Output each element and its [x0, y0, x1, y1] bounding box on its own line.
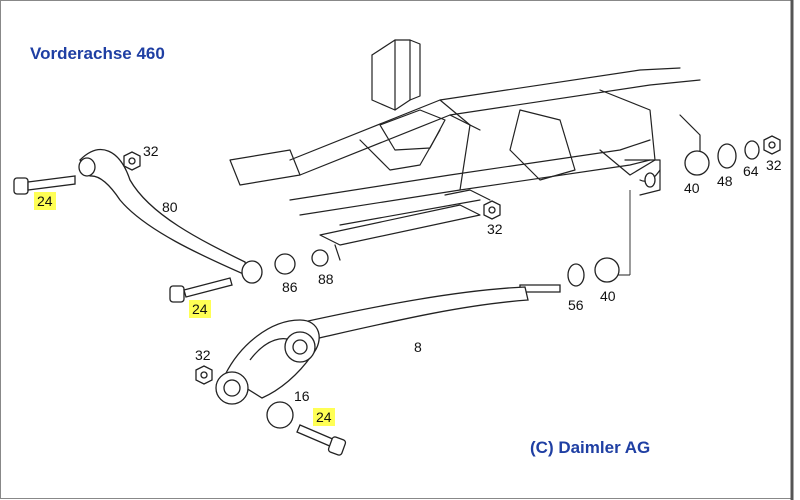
part-label-16: 16 [294, 388, 310, 404]
stabilizer-arm [78, 149, 263, 284]
part-label-40: 40 [600, 288, 616, 304]
bolt-24-upper [13, 175, 76, 195]
part-label-48: 48 [717, 173, 733, 189]
nut-32-right [763, 135, 781, 155]
nut-32-center [483, 200, 501, 220]
part-label-56: 56 [568, 297, 584, 313]
part-label-32: 32 [195, 347, 211, 363]
washer-64 [744, 140, 760, 160]
part-label-64: 64 [743, 163, 759, 179]
washer-48 [717, 143, 737, 169]
part-label-80: 80 [162, 199, 178, 215]
part-label-86: 86 [282, 279, 298, 295]
part-label-32: 32 [487, 221, 503, 237]
chassis-frame [229, 39, 701, 261]
part-label-8: 8 [414, 339, 422, 355]
part-label-88: 88 [318, 271, 334, 287]
copyright-text: (C) Daimler AG [530, 438, 651, 457]
part-label-24: 24 [313, 408, 335, 426]
nut-32-top [123, 151, 141, 171]
washer-56 [567, 263, 585, 287]
bushing-40-lower [594, 257, 620, 283]
part-label-24: 24 [189, 300, 211, 318]
bushing-86 [274, 253, 296, 275]
part-label-40: 40 [684, 180, 700, 196]
diagram-title: Vorderachse 460 [30, 44, 165, 63]
bolt-24-middle [169, 277, 233, 303]
bushing-16 [266, 401, 294, 429]
bolt-24-lower [296, 424, 347, 456]
radius-arm [215, 284, 561, 405]
part-label-24: 24 [34, 192, 56, 210]
part-label-32: 32 [766, 157, 782, 173]
part-label-32: 32 [143, 143, 159, 159]
bushing-40-top [684, 150, 710, 176]
nut-32-lower [195, 365, 213, 385]
bushing-88 [311, 249, 329, 267]
